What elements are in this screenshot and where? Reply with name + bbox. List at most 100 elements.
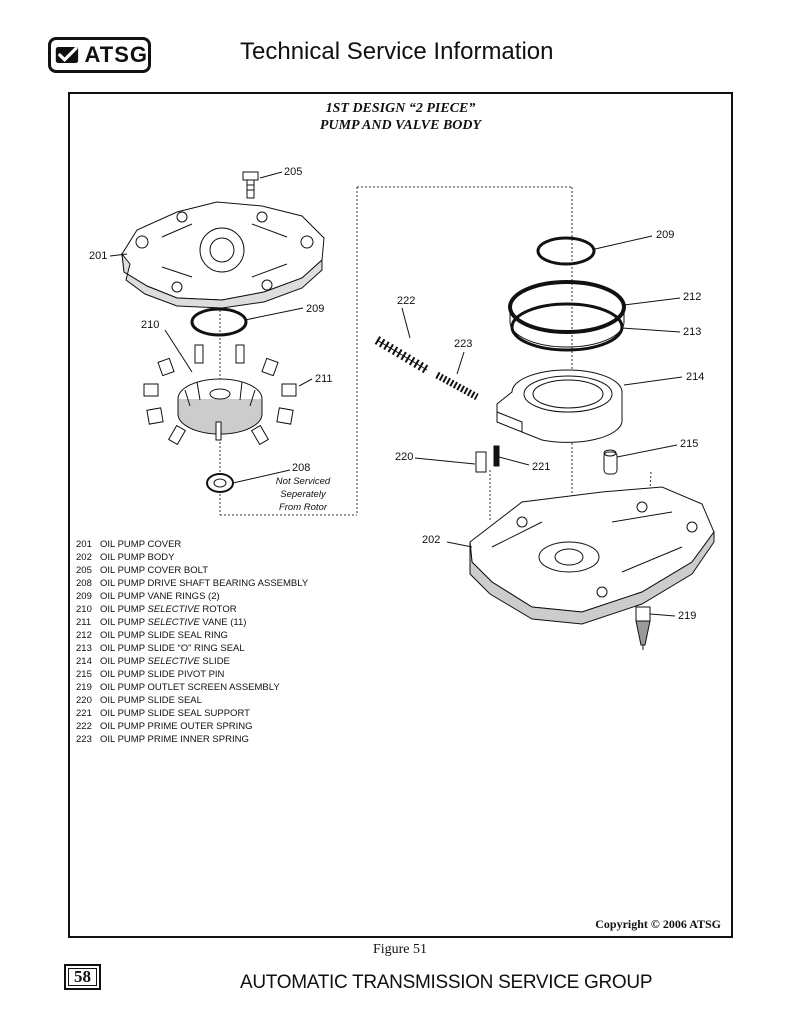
footer-text: AUTOMATIC TRANSMISSION SERVICE GROUP bbox=[240, 972, 653, 993]
callout-221: 221 bbox=[532, 461, 550, 473]
page-title: Technical Service Information bbox=[240, 38, 554, 65]
part-211-vanes bbox=[143, 344, 297, 446]
part-number: 213 bbox=[76, 643, 92, 654]
part-208-bearing bbox=[206, 473, 234, 493]
part-221-seal-support bbox=[493, 445, 500, 467]
diagram-frame: 1ST DESIGN “2 PIECE” PUMP AND VALVE BODY bbox=[68, 92, 733, 938]
part-220-slide-seal bbox=[475, 451, 487, 473]
callout-222: 222 bbox=[397, 295, 415, 307]
part-number: 209 bbox=[76, 591, 92, 602]
parts-list-row: 222 OIL PUMP PRIME OUTER SPRING bbox=[76, 720, 308, 733]
part-212-213-seal-rings bbox=[508, 280, 626, 352]
parts-list-row: 219 OIL PUMP OUTLET SCREEN ASSEMBLY bbox=[76, 681, 308, 694]
part-number: 221 bbox=[76, 708, 92, 719]
part-description: OIL PUMP DRIVE SHAFT BEARING ASSEMBLY bbox=[100, 578, 309, 589]
part-description: OIL PUMP COVER BOLT bbox=[100, 565, 209, 576]
part-description: OIL PUMP bbox=[100, 604, 148, 615]
part-description-suffix: VANE (11) bbox=[199, 617, 247, 628]
part-description: OIL PUMP COVER bbox=[100, 539, 182, 550]
callout-223: 223 bbox=[454, 338, 472, 350]
part-description: OIL PUMP SLIDE “O” RING SEAL bbox=[100, 643, 245, 654]
diagram-title-line2: PUMP AND VALVE BODY bbox=[319, 118, 482, 133]
part-210-rotor bbox=[177, 378, 263, 435]
part-209-vane-ring-left bbox=[190, 307, 248, 337]
callout-209-left: 209 bbox=[306, 303, 324, 315]
part-description: OIL PUMP OUTLET SCREEN ASSEMBLY bbox=[100, 682, 280, 693]
parts-list-row: 210 OIL PUMP SELECTIVE ROTOR bbox=[76, 603, 308, 616]
callout-210: 210 bbox=[141, 319, 159, 331]
part-description-italic: SELECTIVE bbox=[147, 604, 200, 615]
callout-208: 208 bbox=[292, 462, 310, 474]
part-description: OIL PUMP SLIDE SEAL SUPPORT bbox=[100, 708, 250, 719]
note-208-line3: From Rotor bbox=[279, 502, 328, 513]
callout-220: 220 bbox=[395, 451, 413, 463]
callout-201: 201 bbox=[89, 250, 107, 262]
part-description: OIL PUMP SLIDE PIVOT PIN bbox=[100, 669, 225, 680]
parts-list-row: 214 OIL PUMP SELECTIVE SLIDE bbox=[76, 655, 308, 668]
part-number: 212 bbox=[76, 630, 92, 641]
part-description: OIL PUMP VANE RINGS (2) bbox=[100, 591, 220, 602]
parts-list-row: 208 OIL PUMP DRIVE SHAFT BEARING ASSEMBLY bbox=[76, 577, 308, 590]
diagram-title: 1ST DESIGN “2 PIECE” PUMP AND VALVE BODY bbox=[70, 100, 731, 134]
copyright: Copyright © 2006 ATSG bbox=[595, 917, 721, 931]
part-description-italic: SELECTIVE bbox=[147, 617, 200, 628]
part-number: 223 bbox=[76, 734, 92, 745]
part-number: 202 bbox=[76, 552, 92, 563]
part-number: 201 bbox=[76, 539, 92, 550]
part-description: OIL PUMP bbox=[100, 617, 148, 628]
part-number: 219 bbox=[76, 682, 92, 693]
note-208-line2: Seperately bbox=[280, 489, 327, 500]
part-number: 208 bbox=[76, 578, 92, 589]
part-222-outer-spring bbox=[374, 336, 430, 374]
callout-212: 212 bbox=[683, 291, 701, 303]
part-description-suffix: SLIDE bbox=[199, 656, 230, 667]
part-223-inner-spring bbox=[435, 371, 479, 401]
parts-list-row: 211 OIL PUMP SELECTIVE VANE (11) bbox=[76, 616, 308, 629]
part-number: 211 bbox=[76, 617, 92, 628]
parts-list-row: 205 OIL PUMP COVER BOLT bbox=[76, 564, 308, 577]
exploded-pump-diagram: 205 201 209 210 211 208 209 212 213 222 … bbox=[89, 166, 715, 650]
part-number: 220 bbox=[76, 695, 92, 706]
part-description: OIL PUMP PRIME INNER SPRING bbox=[100, 734, 249, 745]
atsg-logo: ATSG bbox=[48, 37, 151, 73]
parts-list-row: 213 OIL PUMP SLIDE “O” RING SEAL bbox=[76, 642, 308, 655]
part-219-outlet-screen bbox=[635, 606, 651, 650]
part-214-slide bbox=[496, 369, 623, 443]
part-description: OIL PUMP SLIDE SEAL bbox=[100, 695, 202, 706]
diagram-title-line1: 1ST DESIGN “2 PIECE” bbox=[325, 101, 476, 116]
parts-list-row: 209 OIL PUMP VANE RINGS (2) bbox=[76, 590, 308, 603]
part-description-suffix: ROTOR bbox=[199, 604, 237, 615]
part-202-pump-body bbox=[469, 486, 715, 625]
callout-219: 219 bbox=[678, 610, 696, 622]
parts-list-row: 221 OIL PUMP SLIDE SEAL SUPPORT bbox=[76, 707, 308, 720]
part-description: OIL PUMP PRIME OUTER SPRING bbox=[100, 721, 253, 732]
parts-list-row: 201 OIL PUMP COVER bbox=[76, 538, 308, 551]
part-number: 205 bbox=[76, 565, 92, 576]
parts-list-row: 220 OIL PUMP SLIDE SEAL bbox=[76, 694, 308, 707]
part-description: OIL PUMP bbox=[100, 656, 148, 667]
part-description-italic: SELECTIVE bbox=[147, 656, 200, 667]
callout-213: 213 bbox=[683, 326, 701, 338]
part-number: 215 bbox=[76, 669, 92, 680]
part-number: 214 bbox=[76, 656, 92, 667]
part-number: 222 bbox=[76, 721, 92, 732]
callout-205: 205 bbox=[284, 166, 302, 178]
page-number: 58 bbox=[64, 964, 101, 990]
checkmark-icon bbox=[55, 47, 79, 63]
callout-211: 211 bbox=[315, 373, 333, 385]
callout-202: 202 bbox=[422, 534, 440, 546]
logo-text: ATSG bbox=[84, 42, 148, 67]
part-number: 210 bbox=[76, 604, 92, 615]
callout-214: 214 bbox=[686, 371, 704, 383]
part-205-bolt bbox=[242, 171, 259, 199]
part-description: OIL PUMP SLIDE SEAL RING bbox=[100, 630, 228, 641]
parts-list-row: 223 OIL PUMP PRIME INNER SPRING bbox=[76, 733, 308, 746]
figure-caption: Figure 51 bbox=[372, 942, 428, 957]
leader-lines bbox=[109, 171, 683, 617]
parts-list-row: 215 OIL PUMP SLIDE PIVOT PIN bbox=[76, 668, 308, 681]
callout-209-right: 209 bbox=[656, 229, 674, 241]
part-209-vane-ring-right bbox=[536, 236, 596, 266]
part-215-pivot-pin bbox=[603, 449, 618, 475]
parts-list-row: 212 OIL PUMP SLIDE SEAL RING bbox=[76, 629, 308, 642]
